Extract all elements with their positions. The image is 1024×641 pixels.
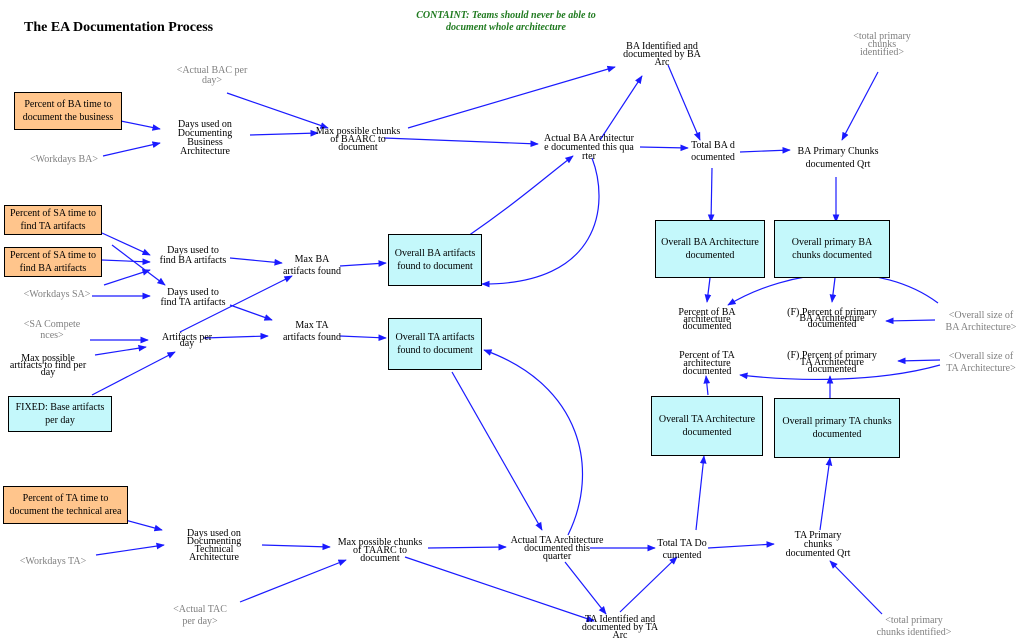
max-ba-artifacts-found-label: Max BA artifacts found [282, 254, 342, 277]
arrow [885, 317, 936, 325]
percent-sa-time-find-ba-box[interactable]: Percent of SA time to find BA artifacts [4, 247, 102, 277]
diagram-title: The EA Documentation Process [24, 20, 214, 35]
sa-competences-label: <SA Compete nces> [23, 319, 81, 341]
arrow [703, 375, 711, 396]
percent-ta-architecture-label: Percent of TA architecture documented [679, 350, 735, 377]
ta-identified-label: TA Identified and documented by TA Arc [581, 614, 659, 641]
ba-identified-label: BA Identified and documented by BA Arc [623, 41, 701, 68]
arrow [695, 455, 707, 531]
arrow [103, 269, 151, 286]
arrow [841, 71, 879, 141]
total-ta-documented-label: Total TA Do cumented [657, 538, 707, 561]
arrow [124, 519, 163, 532]
max-ta-artifacts-found-label: Max TA artifacts found [282, 320, 342, 343]
workdays-ba-label: <Workdays BA> [30, 154, 98, 165]
arrow [101, 232, 151, 256]
percent-ba-time-document-box[interactable]: Percent of BA time to document the busin… [14, 92, 122, 130]
workdays-ta-label: <Workdays TA> [19, 556, 87, 567]
max-possible-artifacts-label: Max possible artifacts to find per day [9, 353, 87, 378]
percent-primary-ta-label: (F) Percent of primary TA Architecture d… [787, 350, 877, 375]
arrow [667, 64, 701, 141]
actual-bac-per-day-label: <Actual BAC per day> [176, 65, 248, 86]
arrow [639, 144, 689, 152]
arrow [229, 257, 283, 266]
arrow [261, 543, 331, 551]
arrow [599, 75, 643, 141]
arrow [101, 258, 151, 266]
days-used-find-ba-label: Days used to find BA artifacts [159, 245, 227, 266]
days-used-documenting-ba-label: Days used on Documenting Business Archit… [177, 119, 233, 157]
percent-ta-time-document-box[interactable]: Percent of TA time to document the techn… [3, 486, 128, 524]
overall-ba-architecture-documented-box[interactable]: Overall BA Architecture documented [655, 220, 765, 278]
actual-tac-per-day-label: <Actual TAC per day> [173, 604, 227, 627]
arrow [111, 244, 166, 286]
arrow [91, 351, 176, 396]
arrow [619, 556, 678, 613]
arrow [407, 65, 616, 129]
arrow [829, 560, 883, 615]
percent-ba-architecture-label: Percent of BA architecture documented [678, 307, 736, 332]
arrow [451, 371, 543, 531]
constraint-note: CONTAINT: Teams should never be able to … [416, 10, 596, 33]
arrow [427, 543, 507, 551]
arrow [339, 260, 387, 267]
arrow [707, 167, 715, 223]
arrow [829, 277, 837, 303]
total-primary-chunks-bottom-label: <total primary chunks identified> [876, 615, 952, 638]
arrow [483, 349, 584, 536]
overall-ta-artifacts-found-box[interactable]: Overall TA artifacts found to document [388, 318, 482, 370]
arrow [481, 157, 600, 288]
actual-ta-architecture-documented-label: Actual TA Architecture documented this q… [510, 535, 604, 562]
arrow [226, 92, 329, 129]
arrow [115, 119, 161, 131]
overall-primary-ba-chunks-box[interactable]: Overall primary BA chunks documented [774, 220, 890, 278]
arrow [897, 357, 941, 365]
arrow [739, 364, 941, 380]
total-ba-documented-label: Total BA d ocumented [691, 140, 735, 163]
percent-sa-time-find-ta-box[interactable]: Percent of SA time to find TA artifacts [4, 205, 102, 235]
arrow [704, 277, 712, 303]
overall-primary-ta-chunks-box[interactable]: Overall primary TA chunks documented [774, 398, 900, 458]
ba-primary-chunks-label: BA Primary Chunks documented Qrt [797, 146, 879, 170]
overall-size-ta-label: <Overall size of TA Architecture> [946, 351, 1016, 374]
total-primary-chunks-top-label: <total primary chunks identified> [853, 31, 911, 58]
overall-ta-architecture-documented-box[interactable]: Overall TA Architecture documented [651, 396, 763, 456]
arrow [339, 334, 387, 342]
arrow [819, 457, 833, 531]
fixed-base-artifacts-box[interactable]: FIXED: Base artifacts per day [8, 396, 112, 432]
arrow [95, 542, 165, 556]
overall-ba-artifacts-found-box[interactable]: Overall BA artifacts found to document [388, 234, 482, 286]
workdays-sa-label: <Workdays SA> [23, 289, 91, 300]
arrow [739, 146, 791, 154]
percent-primary-ba-label: (F) Percent of primary BA Architecture d… [787, 307, 877, 330]
overall-size-ba-label: <Overall size of BA Architecture> [945, 310, 1017, 333]
arrow [102, 141, 161, 157]
actual-ba-architecture-documented-label: Actual BA Architectur e documented this … [544, 133, 634, 162]
days-used-documenting-ta-label: Days used on Documenting Technical Archi… [186, 528, 242, 563]
arrow [239, 559, 347, 603]
arrow [467, 155, 574, 237]
arrow [404, 556, 595, 622]
arrow [564, 561, 607, 615]
max-possible-chunks-taarc-label: Max possible chunks of TAARC to document [337, 537, 423, 564]
arrow [249, 129, 319, 137]
days-used-find-ta-label: Days used to find TA artifacts [160, 287, 226, 308]
arrow [383, 137, 539, 148]
artifacts-per-day-label: Artifacts per day [161, 332, 213, 349]
ta-primary-chunks-label: TA Primary chunks documented Qrt [785, 530, 851, 559]
arrow [707, 541, 775, 549]
arrow [203, 332, 269, 340]
arrow [179, 275, 293, 333]
arrow [229, 304, 273, 321]
max-possible-chunks-baarc-label: Max possible chunks of BAARC to document [315, 126, 401, 153]
arrow [94, 344, 147, 356]
